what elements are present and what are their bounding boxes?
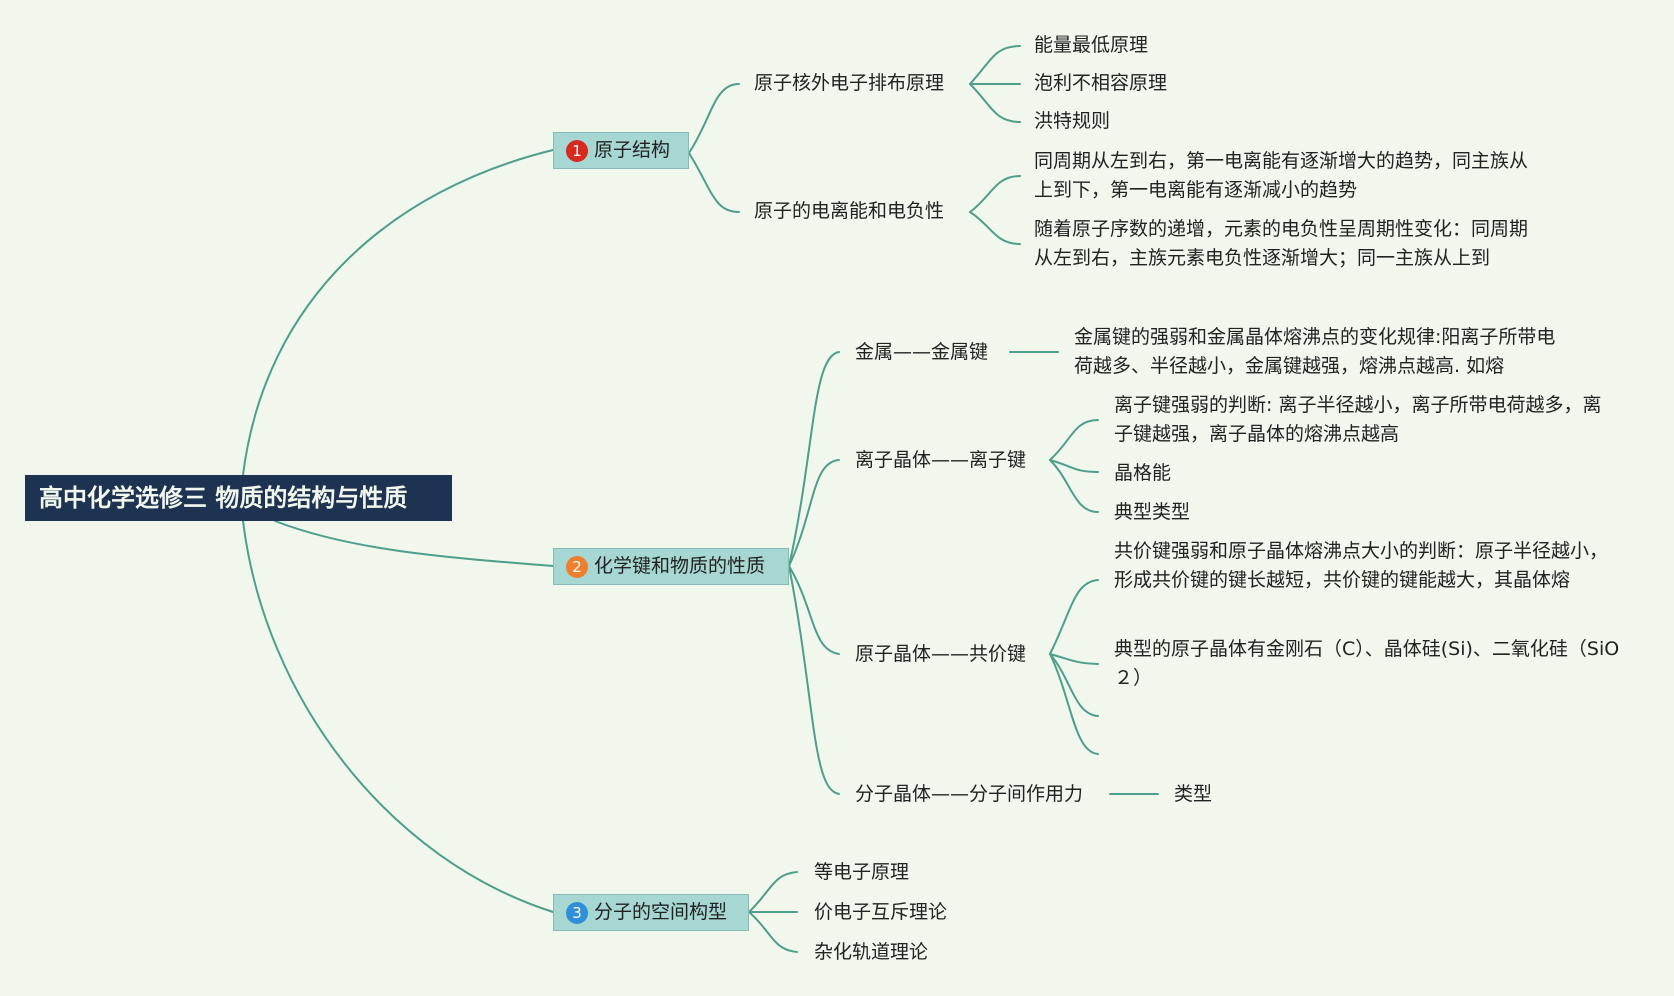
subtopic-intermolecular-force[interactable]: 分子晶体——分子间作用力 xyxy=(855,783,1084,805)
edge-b2s2-i1 xyxy=(1049,419,1099,461)
edge-b2s2-i3 xyxy=(1049,459,1099,513)
leaf-pauli-exclusion[interactable]: 泡利不相容原理 xyxy=(1034,72,1168,94)
leaf-hybrid-orbital-theory[interactable]: 杂化轨道理论 xyxy=(814,941,929,963)
leaf-electronegativity-trend[interactable]: 随着原子序数的递增，元素的电负性呈周期性变化：同周期从左到右，主族元素电负性逐渐… xyxy=(1034,218,1529,269)
edge-root-branch-2 xyxy=(274,520,554,567)
subtopic-covalent-bond[interactable]: 原子晶体——共价键 xyxy=(855,643,1027,665)
leaf-lowest-energy[interactable]: 能量最低原理 xyxy=(1034,34,1149,56)
edge-b2s3-i4 xyxy=(1049,653,1099,755)
branch-chemical-bonds[interactable]: 2 化学键和物质的性质 xyxy=(553,548,789,585)
edge-b1s2-i2 xyxy=(969,211,1021,245)
edge-root-branch-1 xyxy=(242,149,554,476)
edge-b2-s3 xyxy=(788,565,840,655)
branch-molecular-geometry[interactable]: 3 分子的空间构型 xyxy=(553,894,749,931)
edge-b1s2-i1 xyxy=(969,175,1021,213)
edge-b2s3-i3 xyxy=(1049,653,1099,717)
edge-b3-i1 xyxy=(748,871,798,913)
branch-atomic-structure[interactable]: 1 原子结构 xyxy=(553,132,689,169)
edge-b2-s1 xyxy=(788,351,840,567)
leaf-covalent-bond-strength[interactable]: 共价键强弱和原子晶体熔沸点大小的判断：原子半径越小，形成共价键的键长越短，共价键… xyxy=(1114,540,1609,591)
leaf-isoelectronic-principle[interactable]: 等电子原理 xyxy=(814,861,910,883)
edge-b2-s4 xyxy=(788,565,840,795)
leaf-metallic-bond-strength[interactable]: 金属键的强弱和金属晶体熔沸点的变化规律:阳离子所带电荷越多、半径越小，金属键越强… xyxy=(1074,326,1556,377)
leaf-lattice-energy[interactable]: 晶格能 xyxy=(1114,462,1172,484)
leaf-empty-2[interactable] xyxy=(1114,740,1134,769)
root-topic[interactable]: 高中化学选修三 物质的结构与性质 xyxy=(25,475,452,521)
subtopic-electron-configuration[interactable]: 原子核外电子排布原理 xyxy=(754,72,945,94)
edge-b3-i3 xyxy=(748,911,798,953)
branch-label: 原子结构 xyxy=(594,139,671,161)
leaf-hund-rule[interactable]: 洪特规则 xyxy=(1034,110,1111,132)
leaf-vsepr-theory[interactable]: 价电子互斥理论 xyxy=(814,901,948,923)
number-badge-2: 2 xyxy=(566,556,588,578)
subtopic-ionic-bond[interactable]: 离子晶体——离子键 xyxy=(855,449,1027,471)
edge-b1-s1 xyxy=(688,83,740,154)
branch-label: 分子的空间构型 xyxy=(594,901,728,923)
leaf-molecular-types[interactable]: 类型 xyxy=(1174,783,1213,805)
edge-b2s3-i1 xyxy=(1049,579,1099,655)
leaf-empty-1[interactable] xyxy=(1114,702,1134,731)
leaf-typical-atomic-crystals[interactable]: 典型的原子晶体有金刚石（C）、晶体硅(Si)、二氧化硅（SiO２） xyxy=(1114,638,1620,689)
edge-b2-s2 xyxy=(788,459,840,567)
edge-b2s2-i2 xyxy=(1049,459,1099,473)
leaf-typical-types[interactable]: 典型类型 xyxy=(1114,501,1191,523)
edge-b1s1-i1 xyxy=(969,45,1021,85)
edge-b2s3-i2 xyxy=(1049,653,1099,665)
edge-b1s1-i3 xyxy=(969,83,1021,123)
subtopic-metallic-bond[interactable]: 金属——金属键 xyxy=(855,341,989,363)
number-badge-1: 1 xyxy=(566,140,588,162)
number-badge-3: 3 xyxy=(566,902,588,924)
leaf-ionization-trend[interactable]: 同周期从左到右，第一电离能有逐渐增大的趋势，同主族从上到下，第一电离能有逐渐减小… xyxy=(1034,150,1529,201)
leaf-ionic-bond-strength[interactable]: 离子键强弱的判断: 离子半径越小，离子所带电荷越多，离子键越强，离子晶体的熔沸点… xyxy=(1114,394,1602,445)
subtopic-ionization-electronegativity[interactable]: 原子的电离能和电负性 xyxy=(754,200,945,222)
branch-label: 化学键和物质的性质 xyxy=(594,555,766,577)
edge-root-branch-3 xyxy=(242,520,554,913)
edge-b1-s2 xyxy=(688,152,740,213)
